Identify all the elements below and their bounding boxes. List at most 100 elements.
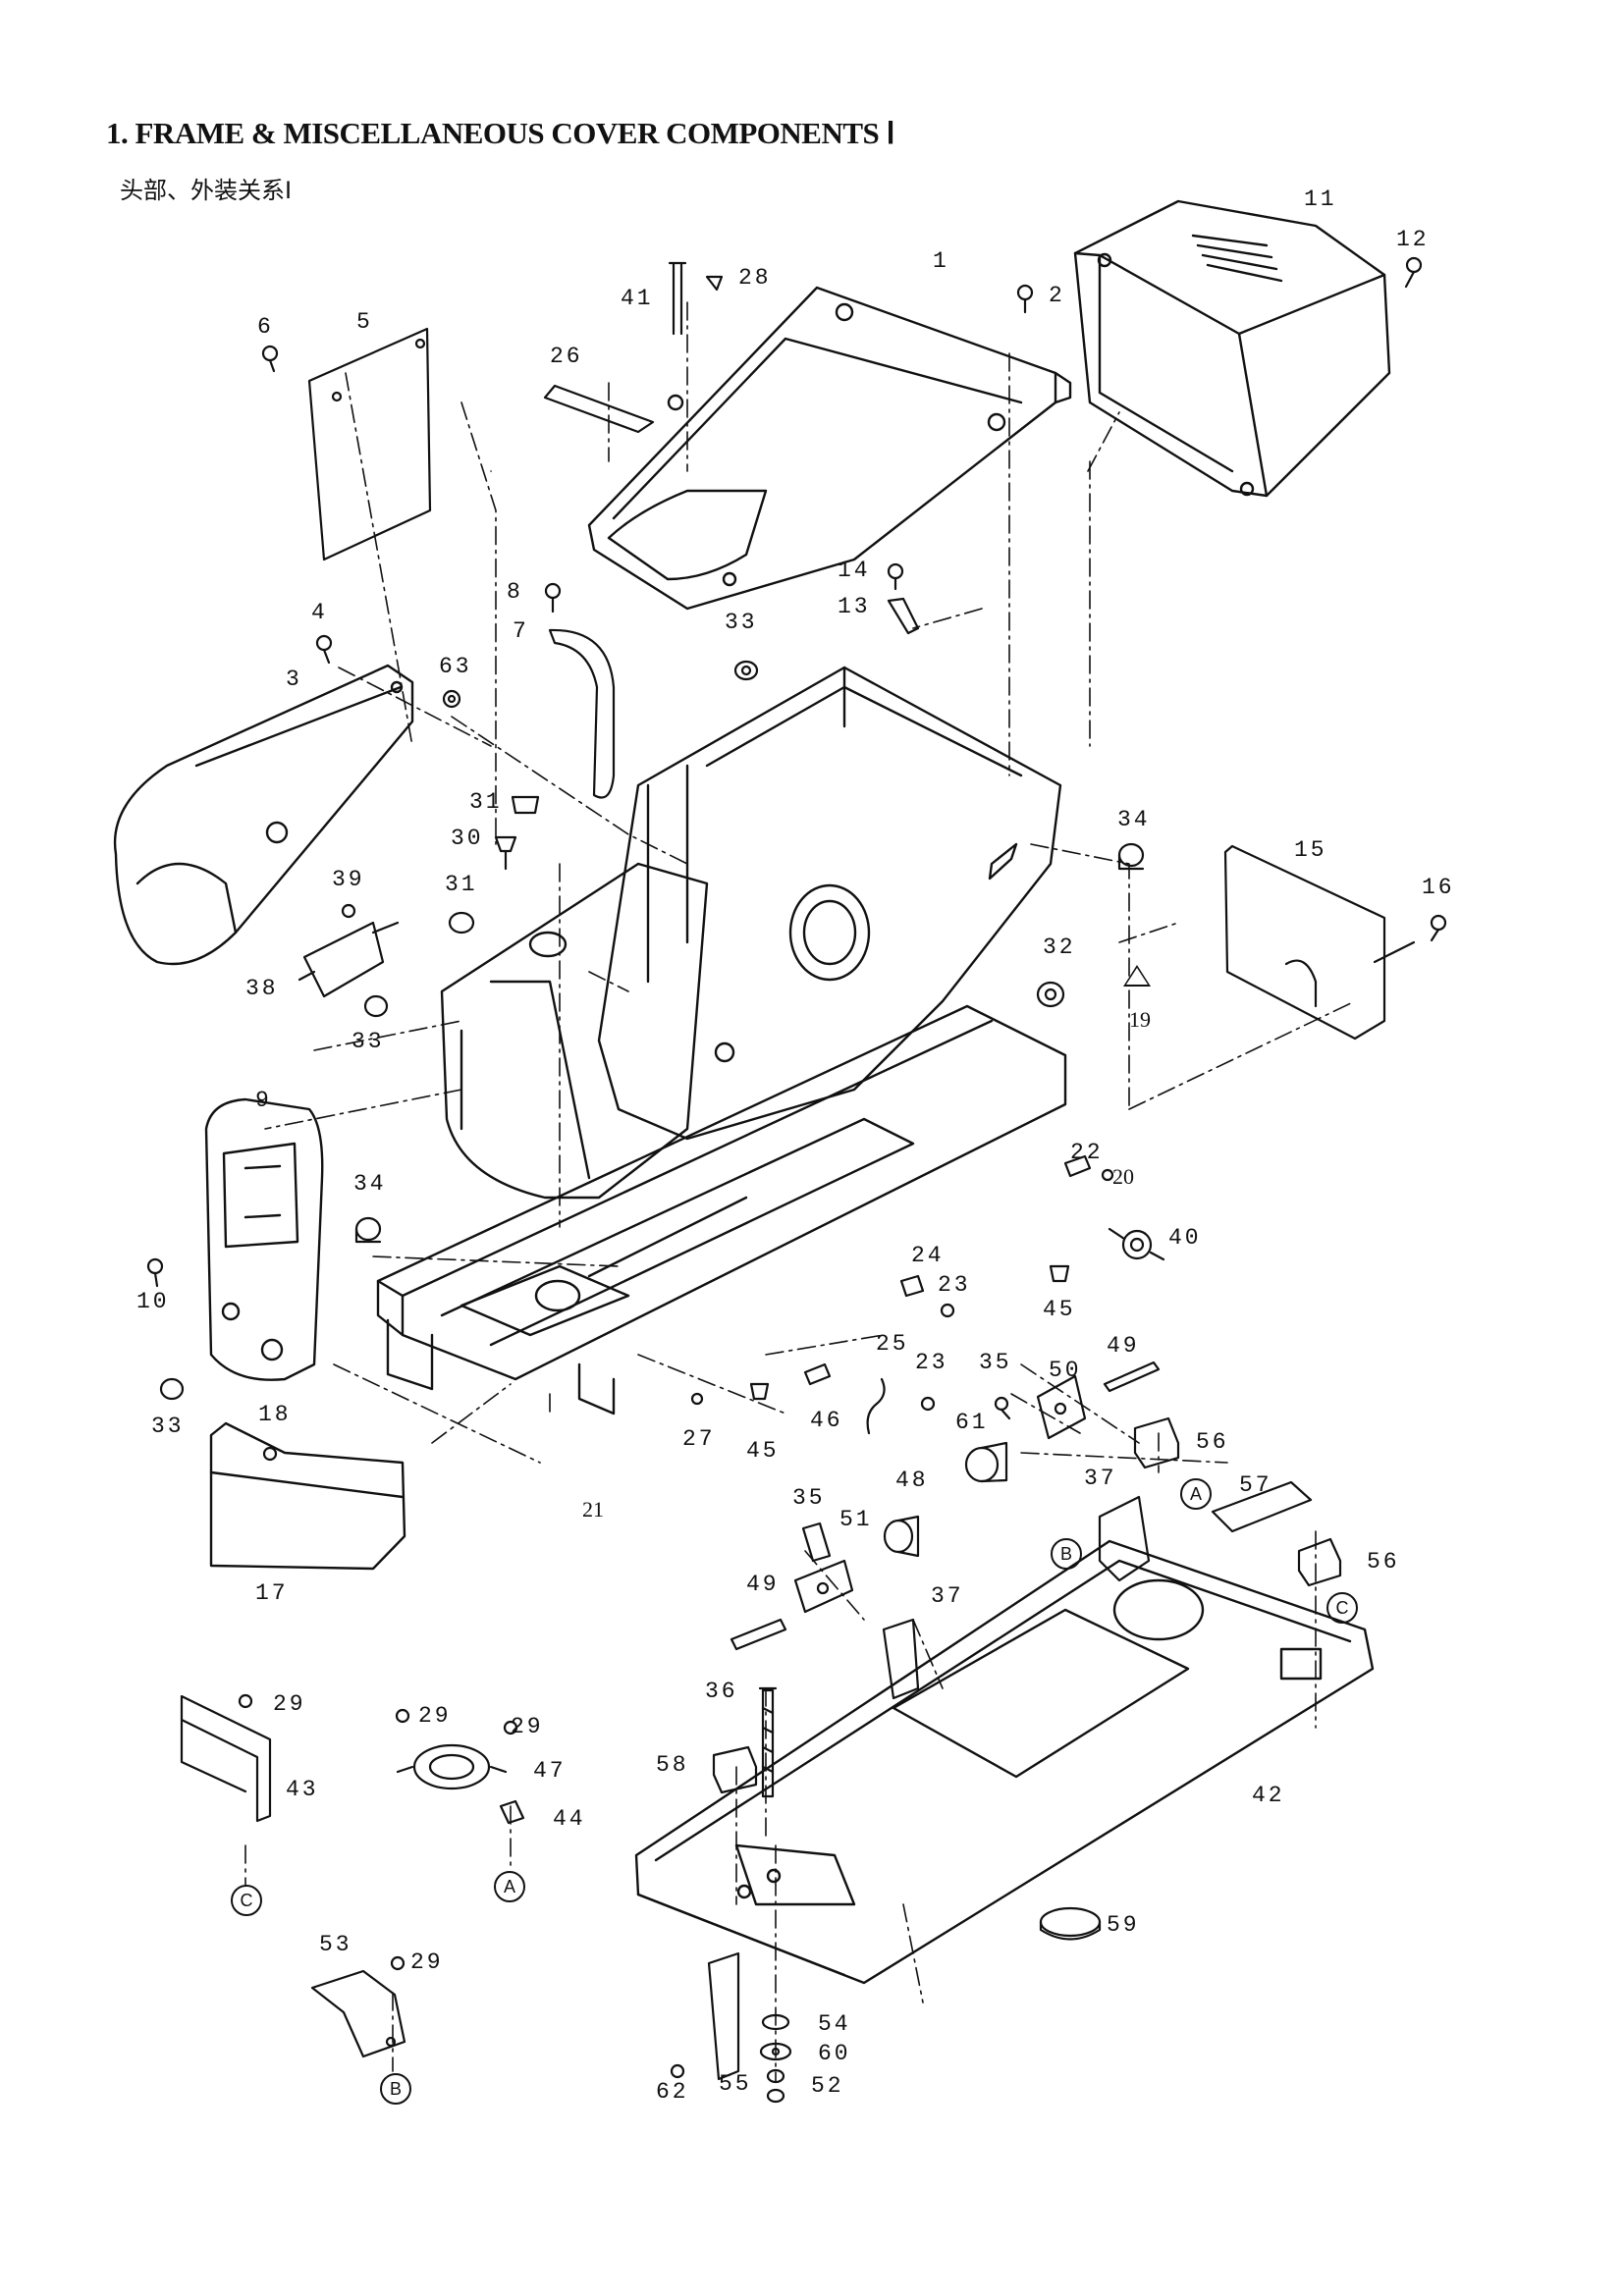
- part-label: 33: [352, 1029, 385, 1054]
- part-label: 41: [621, 286, 654, 311]
- lower-cover-part-17: [209, 1421, 406, 1571]
- part-label: 63: [439, 654, 472, 679]
- part-label: 37: [931, 1583, 964, 1609]
- part-label: 6: [257, 314, 274, 340]
- part-label: 33: [725, 610, 758, 635]
- long-screw-part-36: [758, 1686, 778, 1798]
- part-label: 40: [1168, 1225, 1202, 1251]
- part-label: 56: [1367, 1549, 1400, 1575]
- part-label: 22: [1070, 1140, 1104, 1165]
- part-label: 49: [746, 1572, 780, 1597]
- part-label: 34: [1117, 807, 1151, 832]
- part-label: 27: [682, 1426, 716, 1452]
- part-label: 44: [553, 1806, 586, 1832]
- reference-marker-b: B: [1051, 1538, 1082, 1570]
- part-label: 3: [286, 667, 302, 692]
- screw-part-4: [315, 634, 333, 665]
- part-label: 33: [151, 1414, 185, 1439]
- reference-marker-a: A: [1180, 1478, 1212, 1510]
- part-label: 48: [895, 1468, 929, 1493]
- part-label: 61: [955, 1410, 989, 1435]
- screw-part-16: [1430, 914, 1447, 942]
- part-label: 5: [356, 309, 373, 335]
- block-part-51: [793, 1559, 854, 1614]
- washer-part-54: [761, 2013, 790, 2031]
- screw-part-39: [341, 903, 356, 919]
- bracket-part-37-low: [882, 1618, 920, 1700]
- part-label: 4: [311, 600, 328, 625]
- part-24: [899, 1274, 925, 1298]
- screw-part-62: [670, 2063, 685, 2079]
- cover-plate-part-5: [307, 327, 432, 561]
- part-label: 50: [1049, 1358, 1082, 1383]
- part-label: 32: [1043, 934, 1076, 960]
- page-subtitle: 头部、外装关系Ⅰ: [120, 177, 293, 204]
- part-label: 57: [1239, 1472, 1272, 1498]
- screw-part-18: [262, 1446, 278, 1462]
- pin-part-49-a: [1103, 1361, 1161, 1393]
- screw-part-23-a: [940, 1303, 955, 1318]
- reference-marker-c: C: [1326, 1592, 1358, 1624]
- bushing-part-31-top: [511, 795, 540, 815]
- bushing-part-48: [883, 1515, 920, 1558]
- part-label: 8: [507, 579, 523, 605]
- part-label: 60: [818, 2041, 851, 2066]
- screw-part-29-c: [503, 1720, 518, 1735]
- part-label: 12: [1396, 227, 1430, 252]
- bushing-part-34-low: [354, 1216, 382, 1244]
- cap-part-33-low: [159, 1377, 185, 1401]
- part-label: 59: [1107, 1912, 1140, 1938]
- part-label: 35: [792, 1485, 826, 1511]
- part-label: 11: [1304, 187, 1337, 212]
- part-label: 20: [1112, 1164, 1134, 1189]
- motor-cover-part: [1073, 199, 1391, 498]
- part-label: 28: [738, 265, 772, 291]
- lever-part-7: [548, 628, 616, 799]
- plate-part-26: [543, 384, 655, 434]
- clip-part-44: [499, 1799, 525, 1825]
- part-label: 31: [469, 789, 503, 815]
- part-label: 39: [332, 867, 365, 892]
- part-label: 26: [550, 344, 583, 369]
- part-label: 54: [818, 2011, 851, 2037]
- bushing-part-30: [494, 835, 517, 871]
- cap-part-28: [705, 275, 724, 292]
- machine-bed: [376, 1004, 1067, 1415]
- screw-part-29-d: [390, 1955, 406, 1971]
- screw-part-2: [1016, 284, 1034, 314]
- plug-part-45-top: [1049, 1264, 1070, 1283]
- belt-cover-part-3: [113, 664, 414, 966]
- screw-part-12: [1404, 256, 1423, 289]
- knob-part-40: [1108, 1227, 1165, 1261]
- part-label: 55: [719, 2071, 752, 2097]
- block-part-50: [1036, 1374, 1087, 1440]
- part-label: 1: [933, 248, 949, 274]
- part-label: 15: [1294, 837, 1327, 863]
- part-label: 25: [876, 1331, 909, 1357]
- screw-part-23-b: [920, 1396, 936, 1412]
- face-cover-part-9: [204, 1097, 324, 1381]
- reference-marker-c: C: [231, 1885, 262, 1916]
- part-label: 31: [445, 872, 478, 897]
- side-plate-part-15: [1223, 844, 1416, 1041]
- screw-part-6: [261, 345, 279, 373]
- rubber-part-56-a: [1133, 1416, 1180, 1469]
- screw-part-35-b: [801, 1522, 832, 1563]
- part-label: 24: [911, 1243, 945, 1268]
- part-label: 36: [705, 1679, 738, 1704]
- part-label: 46: [810, 1408, 843, 1433]
- part-label: 29: [418, 1703, 452, 1729]
- part-label: 45: [1043, 1297, 1076, 1322]
- part-label: 37: [1084, 1466, 1117, 1491]
- leader-lines: [244, 301, 1356, 2082]
- part-label: 10: [136, 1289, 170, 1314]
- part-label: 43: [286, 1777, 319, 1802]
- page-title: 1. FRAME & MISCELLANEOUS COVER COMPONENT…: [106, 116, 895, 150]
- screw-part-20: [1101, 1168, 1114, 1182]
- bracket-part-37-top: [1098, 1495, 1151, 1582]
- bushing-part-33-mid: [363, 994, 389, 1018]
- bracket-part-13: [887, 597, 920, 635]
- part-label: 53: [319, 1932, 352, 1957]
- part-label: 21: [582, 1497, 604, 1522]
